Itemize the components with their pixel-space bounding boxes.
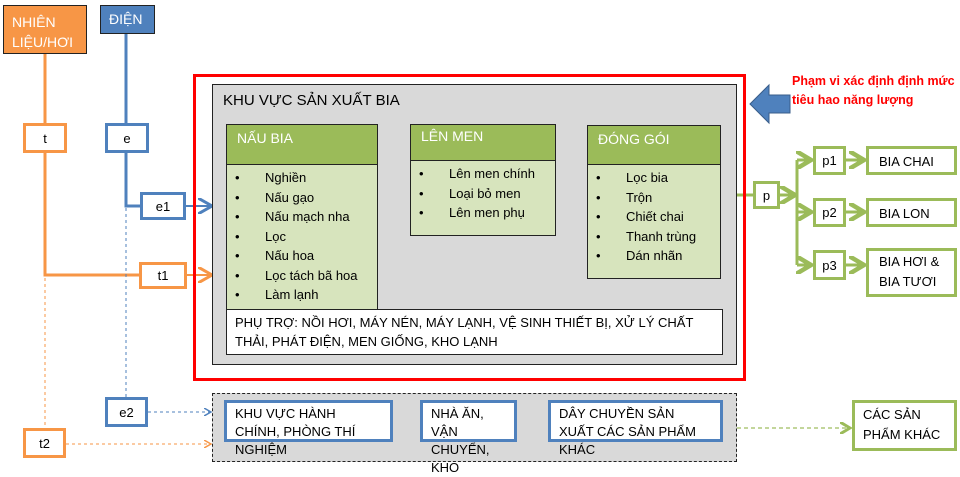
stage-step: Nghiền [235, 168, 369, 188]
var-p3: p3 [813, 250, 846, 280]
source-fuel: NHIÊN LIỆU/HƠI [3, 5, 87, 54]
stage-packaging: ĐÓNG GÓI Lọc bia Trộn Chiết chai Thanh t… [587, 125, 721, 279]
stage-step: Chiết chai [596, 207, 712, 227]
product-canned: BIA LON [866, 198, 957, 227]
stage-title: LÊN MEN [410, 124, 556, 161]
stage-step: Trộn [596, 188, 712, 208]
stage-step: Nấu hoa [235, 246, 369, 266]
scope-boundary [193, 74, 746, 381]
stage-step: Lên men chính [419, 164, 547, 184]
area-other-lines: DÂY CHUYỀN SẢN XUẤT CÁC SẢN PHẨM KHÁC [548, 400, 723, 457]
zone-title: KHU VỰC SẢN XUẤT BIA [223, 92, 400, 109]
scope-note: Phạm vi xác định định mức tiêu hao năng … [792, 74, 955, 107]
var-p2: p2 [813, 198, 846, 227]
stage-step: Loại bỏ men [419, 184, 547, 204]
other-products: CÁC SẢN PHẨM KHÁC [852, 400, 957, 451]
area-admin: KHU VỰC HÀNH CHÍNH, PHÒNG THÍ NGHIỆM [224, 400, 393, 457]
stage-step: Lọc bia [596, 168, 712, 188]
scope-arrow-icon [749, 83, 791, 125]
stage-title: NẤU BIA [226, 124, 378, 165]
var-t: t [23, 123, 67, 153]
stage-step: Lên men phụ [419, 203, 547, 223]
var-e: e [105, 123, 149, 153]
stage-title: ĐÓNG GÓI [587, 125, 721, 165]
area-canteen: NHÀ ĂN, VẬN CHUYỂN, KHO [420, 400, 517, 475]
source-electric: ĐIỆN [100, 5, 155, 34]
product-bottled: BIA CHAI [866, 146, 957, 175]
var-t2: t2 [23, 428, 66, 458]
auxiliary-box: PHỤ TRỢ: NỒI HƠI, MÁY NÉN, MÁY LẠNH, VỆ … [226, 309, 723, 355]
stage-step: Nấu mạch nha [235, 207, 369, 227]
stage-fermentation: LÊN MEN Lên men chính Loại bỏ men Lên me… [410, 124, 556, 236]
stage-step: Lọc [235, 227, 369, 247]
stage-step: Làm lạnh [235, 285, 369, 305]
stage-brewing: NẤU BIA Nghiền Nấu gạo Nấu mạch nha Lọc … [226, 124, 378, 317]
var-p1: p1 [813, 146, 846, 175]
var-p: p [753, 181, 780, 209]
stage-step: Dán nhãn [596, 246, 712, 266]
stage-step: Lọc tách bã hoa [235, 266, 369, 286]
stage-step: Thanh trùng [596, 227, 712, 247]
var-t1: t1 [139, 262, 187, 289]
var-e1: e1 [140, 192, 186, 220]
product-draft: BIA HƠI & BIA TƯƠI [866, 248, 957, 297]
stage-step: Nấu gạo [235, 188, 369, 208]
var-e2: e2 [105, 397, 148, 427]
